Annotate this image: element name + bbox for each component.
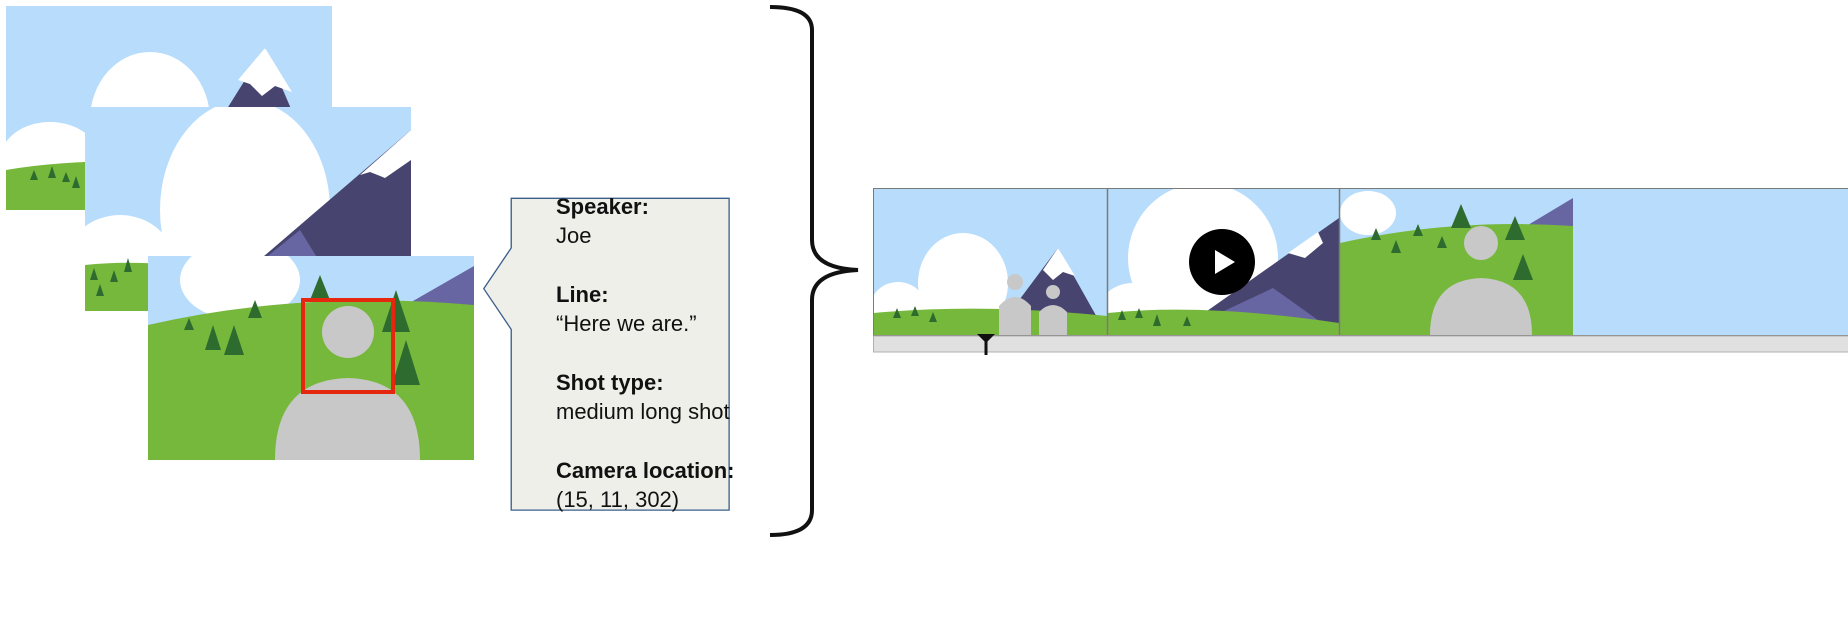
timeline-scrub-bar[interactable] xyxy=(873,335,1848,353)
camera-location-field: Camera location: (15, 11, 302) xyxy=(556,456,756,514)
field-label: Line: xyxy=(556,282,609,307)
field-value: Joe xyxy=(556,223,592,248)
right-curly-brace-icon xyxy=(769,5,859,537)
shot-type-field: Shot type: medium long shot xyxy=(556,368,756,426)
speaker-field: Speaker: Joe xyxy=(556,192,756,250)
metadata-callout xyxy=(482,197,730,511)
line-field: Line: “Here we are.” xyxy=(556,280,756,338)
field-label: Speaker: xyxy=(556,194,649,219)
timeline-thumbnail-3[interactable] xyxy=(1340,189,1848,335)
play-icon xyxy=(1215,250,1235,274)
field-label: Shot type: xyxy=(556,370,664,395)
playhead-marker-icon[interactable] xyxy=(975,334,997,356)
field-value: “Here we are.” xyxy=(556,311,697,336)
field-label: Camera location: xyxy=(556,458,735,483)
metadata-text: Speaker: Joe Line: “Here we are.” Shot t… xyxy=(556,192,756,544)
video-timeline xyxy=(873,188,1848,354)
timeline-frames xyxy=(873,188,1848,353)
field-value: medium long shot xyxy=(556,399,730,424)
play-button[interactable] xyxy=(1189,229,1255,295)
face-detection-box xyxy=(301,298,395,394)
field-value: (15, 11, 302) xyxy=(556,487,680,512)
source-frames-stack xyxy=(6,6,474,460)
timeline-thumbnail-1[interactable] xyxy=(873,189,1107,335)
